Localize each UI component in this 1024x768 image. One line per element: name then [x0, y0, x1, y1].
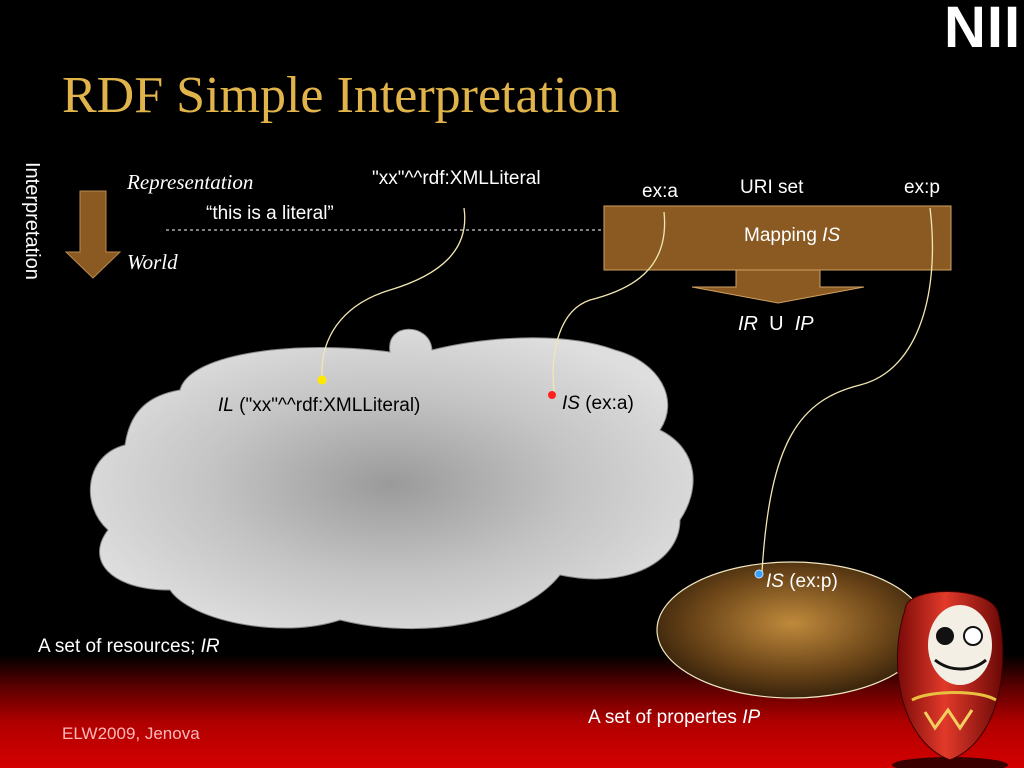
- dot-il: [317, 375, 327, 385]
- representation-label: Representation: [127, 170, 254, 194]
- typed-literal-label: "xx"^^rdf:XMLLiteral: [372, 168, 541, 189]
- curve-exp-to-isp: [761, 207, 934, 573]
- mapping-label: Mapping IS: [744, 225, 841, 246]
- il-label: IL ("xx"^^rdf:XMLLiteral): [218, 395, 421, 416]
- dot-is-a: [548, 391, 556, 399]
- mapping-box: [603, 205, 952, 271]
- resources-cloud: [89, 328, 694, 629]
- daruma-doll: [892, 591, 1008, 768]
- mapping-down-arrow: [691, 269, 865, 304]
- properties-set-label: A set of propertes IP: [588, 707, 761, 728]
- curve-exa-to-isa: [552, 211, 666, 393]
- slide-title: RDF Simple Interpretation: [62, 67, 620, 124]
- is-a-label: IS (ex:a): [562, 393, 634, 414]
- curve-literal-to-il: [321, 207, 466, 379]
- interpretation-down-arrow: [64, 190, 122, 279]
- world-label: World: [127, 250, 178, 274]
- dot-is-p: [754, 569, 764, 579]
- nii-logo: NII: [944, 0, 1022, 60]
- uri-exp-label: ex:p: [904, 177, 940, 198]
- union-label: IR U IP: [738, 313, 814, 335]
- interpretation-label: Interpretation: [21, 162, 43, 280]
- is-p-label: IS (ex:p): [766, 571, 838, 592]
- plain-literal-label: “this is a literal”: [206, 203, 334, 224]
- uri-set-label: URI set: [740, 177, 804, 198]
- uri-exa-label: ex:a: [642, 181, 678, 202]
- resources-set-label: A set of resources; IR: [38, 636, 220, 657]
- footer-text: ELW2009, Jenova: [62, 724, 200, 743]
